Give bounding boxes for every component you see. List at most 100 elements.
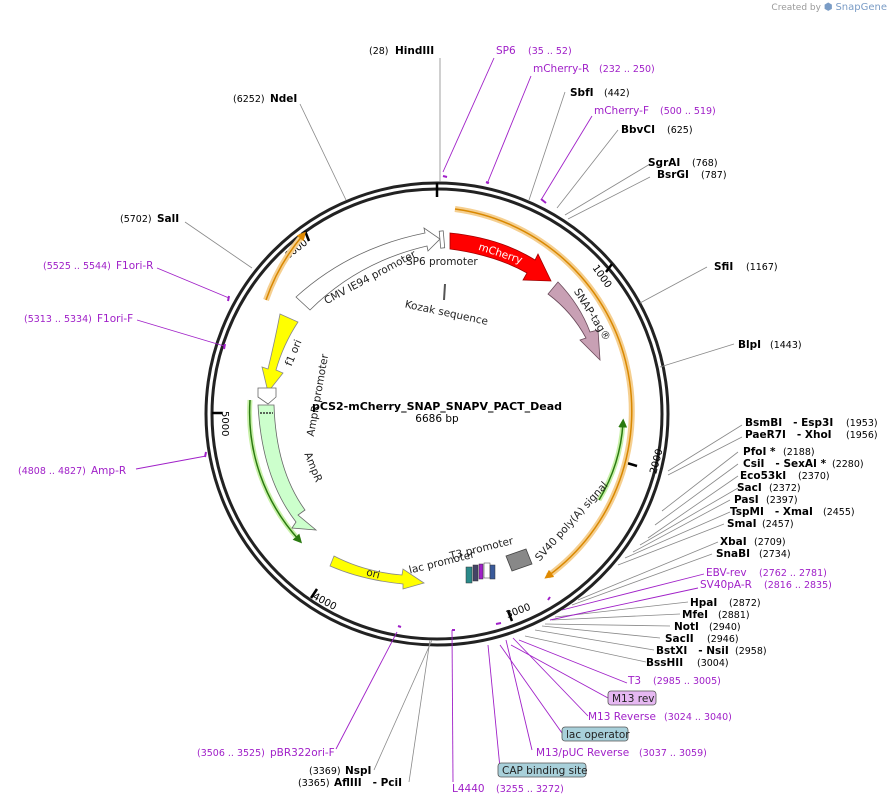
orf-arc-green-left-core: [248, 399, 303, 544]
enzyme-pos-bbvci: (625): [667, 125, 693, 136]
tick-label-5000: 5000: [219, 411, 230, 436]
ori-feature-arrow: [329, 555, 425, 590]
lac-region-block-white: [483, 562, 491, 579]
enzyme-pos-bstxi: (2958): [735, 646, 767, 657]
enzyme-pos-eco53ki: (2370): [798, 471, 830, 482]
primer-name-m13-reverse: M13 Reverse: [588, 711, 656, 723]
cap-binding-site-label: CAP binding site: [502, 765, 588, 777]
sp6-promoter-marker: [438, 230, 446, 249]
enzyme-pos-hindiii: (28): [369, 46, 389, 57]
enzyme-pos-sbfi: (442): [604, 88, 630, 99]
primer-pos-sv40pa-r: (2816 .. 2835): [764, 580, 832, 591]
enzyme-name-ndei: NdeI: [270, 93, 297, 105]
ori-label: ori: [365, 567, 381, 582]
enzyme-pos-blpi: (1443): [770, 340, 802, 351]
primer-pos-l4440: (3255 .. 3272): [496, 784, 564, 795]
enzyme-name-eco53ki: Eco53kI: [740, 470, 786, 482]
enzyme-name-blpi: BlpI: [738, 339, 761, 351]
ampr-promoter-arrow: [257, 387, 277, 405]
enzyme-pos-ndei: (6252): [233, 94, 265, 105]
lac-operator-box: [561, 726, 629, 742]
enzyme-name-mfei: MfeI: [682, 609, 708, 621]
primer-pos-amp-r: (4808 .. 4827): [18, 466, 86, 477]
enzyme-pos-paer7i: (1956): [846, 430, 878, 441]
primer-labels: SP6 (35 .. 52) mCherry-R (232 .. 250) mC…: [18, 45, 832, 795]
enzyme-name-nspi: NspI: [345, 765, 371, 777]
enzyme-name-paer7i: PaeR7I - XhoI: [745, 429, 832, 441]
enzyme-name-snabi: SnaBI: [716, 548, 750, 560]
mcherry-feature-arrow: [449, 232, 552, 282]
lac-region-block-teal: [465, 566, 473, 584]
enzyme-pos-saci: (2372): [769, 483, 801, 494]
lac-region-block-blue: [489, 564, 496, 580]
enzyme-pos-nspi: (3369): [309, 766, 341, 777]
enzyme-pos-bsrgi: (787): [701, 170, 727, 181]
enzyme-pos-xbai: (2709): [754, 537, 786, 548]
enzyme-name-csii: CsiI - SexAI *: [743, 458, 827, 470]
primer-name-m13-puc-reverse: M13/pUC Reverse: [536, 747, 629, 759]
kozak-marker: [443, 283, 446, 301]
enzyme-pos-pfoi: (2188): [783, 447, 815, 458]
enzyme-name-bsshii: BssHII: [646, 657, 683, 669]
credit-brand: SnapGene: [835, 2, 887, 13]
primer-name-t3: T3: [627, 675, 641, 687]
enzyme-name-sacii: SacII: [665, 633, 694, 645]
tick-label-3000: 3000: [505, 602, 533, 621]
enzyme-pos-sali: (5702): [120, 214, 152, 225]
enzyme-pos-sfii: (1167): [746, 262, 778, 273]
enzyme-name-bsrgi: BsrGI: [657, 169, 689, 181]
ampr-promoter-label: AmpR promoter: [305, 352, 331, 437]
primer-name-mcherry-f: mCherry-F: [594, 105, 649, 117]
enzyme-name-sgrai: SgrAI: [648, 157, 680, 169]
enzyme-pos-smai: (2457): [762, 519, 794, 530]
enzyme-name-noti: NotI: [674, 621, 699, 633]
enzyme-pos-bsshii: (3004): [697, 658, 729, 669]
orf-arc-orange-left: [263, 233, 306, 301]
enzyme-name-hpai: HpaI: [690, 597, 717, 609]
lac-region-block-purple: [478, 563, 484, 580]
orf-arc-green-right-core: [598, 418, 628, 501]
m13-rev-label: M13 rev: [612, 693, 655, 705]
cmv-promoter-arrow: [295, 227, 441, 311]
enzyme-name-afliii: AflIII - PciI: [334, 777, 402, 789]
enzyme-pos-sacii: (2946): [707, 634, 739, 645]
cap-binding-site-box: [497, 762, 587, 778]
enzyme-name-xbai: XbaI: [720, 536, 747, 548]
snapgene-logo-icon: ⬢: [823, 2, 833, 13]
primer-name-ebv-rev: EBV-rev: [706, 567, 747, 579]
enzyme-name-pfoi: PfoI *: [743, 446, 776, 458]
enzyme-name-pasi: PasI: [734, 494, 759, 506]
enzyme-name-sfii: SfiI: [714, 261, 733, 273]
orf-arc-orange-core: [454, 208, 633, 579]
credit-prefix: Created by: [771, 3, 821, 13]
enzyme-labels: (28) HindIII (6252) NdeI (5702) SalI Sbf…: [120, 45, 878, 789]
enzyme-pos-snabi: (2734): [759, 549, 791, 560]
orf-arc-orange-left-core: [265, 231, 306, 301]
primer-pos-t3: (2985 .. 3005): [653, 676, 721, 687]
enzyme-name-bbvci: BbvCI: [621, 124, 655, 136]
snap-tag-feature-arrow: [547, 281, 601, 362]
boxed-feature-labels: M13 rev lac operator CAP binding site: [497, 690, 657, 778]
primer-name-f1ori-r: F1ori-R: [116, 260, 153, 272]
primer-name-mcherry-r: mCherry-R: [533, 63, 589, 75]
primer-pos-mcherry-r: (232 .. 250): [599, 64, 655, 75]
enzyme-name-hindiii: HindIII: [395, 45, 434, 57]
map-length: 6686 bp: [415, 413, 459, 425]
enzyme-name-saci: SacI: [737, 482, 762, 494]
enzyme-pos-tspmi: (2455): [823, 507, 855, 518]
m13-rev-box: [607, 690, 657, 706]
enzyme-pos-pasi: (2397): [766, 495, 798, 506]
primer-pos-pbr322ori-f: (3506 .. 3525): [197, 748, 265, 759]
primer-pos-sp6: (35 .. 52): [528, 46, 572, 57]
primer-name-pbr322ori-f: pBR322ori-F: [270, 747, 335, 759]
primer-name-l4440: L4440: [452, 783, 485, 795]
enzyme-name-smai: SmaI: [727, 518, 757, 530]
t3-promoter-label: T3 promoter: [447, 535, 515, 563]
enzyme-pos-hpai: (2872): [729, 598, 761, 609]
enzyme-name-tspmi: TspMI - XmaI: [730, 506, 813, 518]
enzyme-name-bsmbi: BsmBI - Esp3I: [745, 417, 833, 429]
primer-pos-m13-puc-reverse: (3037 .. 3059): [639, 748, 707, 759]
sv40-feature-box: [505, 548, 533, 572]
ampr-label: AmpR: [301, 450, 324, 484]
